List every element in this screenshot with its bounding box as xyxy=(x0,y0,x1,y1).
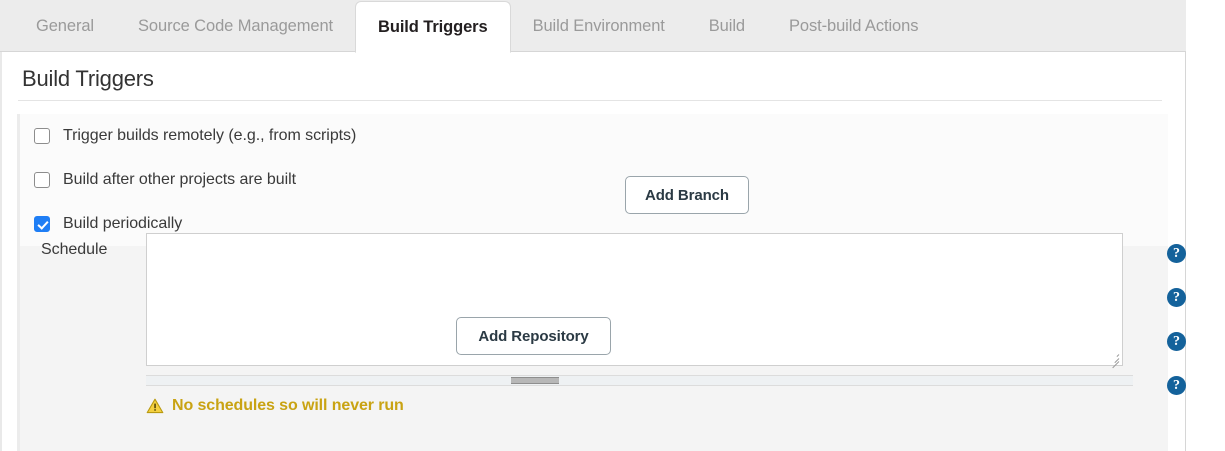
schedule-field-label: Schedule xyxy=(41,241,108,258)
help-icon-build-after-projects[interactable]: ? xyxy=(1167,288,1186,307)
schedule-warning: No schedules so will never run xyxy=(146,397,404,415)
checkbox-build-after-other-projects[interactable] xyxy=(34,172,50,188)
add-repository-button[interactable]: Add Repository xyxy=(456,317,611,355)
label-build-periodically: Build periodically xyxy=(63,215,183,232)
config-tab-list: General Source Code Management Build Tri… xyxy=(0,0,940,53)
horizontal-scrollbar-thumb[interactable] xyxy=(511,377,559,384)
checkbox-build-periodically[interactable] xyxy=(34,216,50,232)
label-build-after-other-projects: Build after other projects are built xyxy=(63,171,296,188)
tab-build-environment[interactable]: Build Environment xyxy=(532,17,665,35)
tab-post-build-actions[interactable]: Post-build Actions xyxy=(788,17,919,35)
tab-source-code-management[interactable]: Source Code Management xyxy=(138,17,334,35)
right-gutter xyxy=(1186,0,1225,451)
tab-build-triggers[interactable]: Build Triggers xyxy=(355,1,511,53)
resize-grip-icon[interactable] xyxy=(1107,351,1120,369)
trigger-row-build-periodically[interactable]: Build periodically xyxy=(20,202,1168,246)
config-content-panel: Build Triggers Trigger builds remotely (… xyxy=(0,52,1186,451)
schedule-input[interactable] xyxy=(146,233,1123,369)
title-divider xyxy=(18,100,1162,101)
content-left-rail xyxy=(0,52,2,451)
config-tab-bar: General Source Code Management Build Tri… xyxy=(0,0,1186,53)
tab-build[interactable]: Build xyxy=(708,17,745,35)
help-icon-trigger-remotely[interactable]: ? xyxy=(1167,244,1186,263)
schedule-warning-text: No schedules so will never run xyxy=(172,397,404,414)
page-title: Build Triggers xyxy=(22,66,154,91)
help-icon-build-periodically[interactable]: ? xyxy=(1167,332,1186,351)
horizontal-scrollbar-track[interactable] xyxy=(146,375,1133,386)
tab-general[interactable]: General xyxy=(36,17,95,35)
build-triggers-form: Trigger builds remotely (e.g., from scri… xyxy=(17,114,1186,451)
help-icon-schedule[interactable]: ? xyxy=(1167,376,1186,395)
checkbox-trigger-builds-remotely[interactable] xyxy=(34,128,50,144)
label-trigger-builds-remotely: Trigger builds remotely (e.g., from scri… xyxy=(63,127,357,144)
trigger-row-build-after[interactable]: Build after other projects are built xyxy=(20,158,1168,202)
trigger-row-remote[interactable]: Trigger builds remotely (e.g., from scri… xyxy=(20,114,1168,158)
warning-triangle-icon xyxy=(146,398,164,414)
add-branch-button[interactable]: Add Branch xyxy=(625,176,749,214)
